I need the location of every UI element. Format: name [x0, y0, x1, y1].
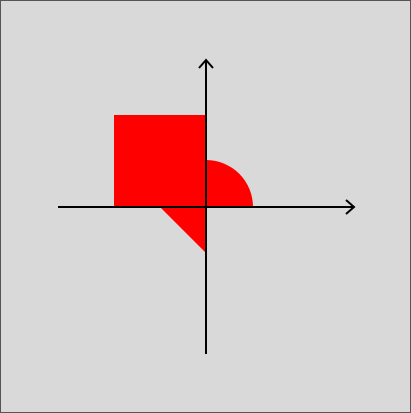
y-axis-arrow — [198, 58, 214, 69]
quarter-circle-in-quadrant-i — [206, 160, 253, 207]
x-axis-arrow — [345, 199, 356, 215]
triangle-in-quadrant-iii — [160, 207, 206, 253]
square-in-quadrant-ii — [114, 115, 206, 207]
